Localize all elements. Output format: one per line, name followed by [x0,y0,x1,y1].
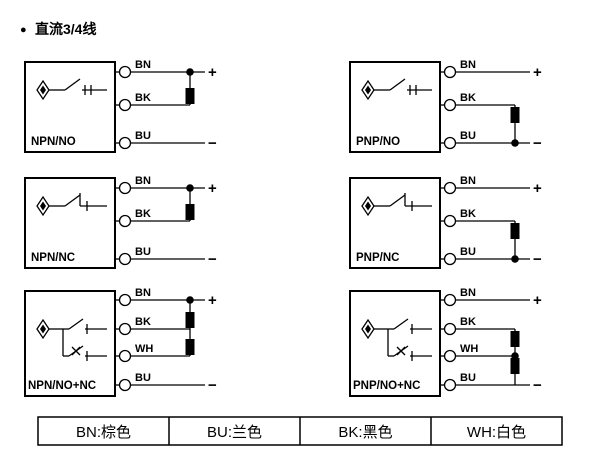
wire-label-bk: BK [135,316,151,328]
legend-cell-bk: BK:黑色 [338,424,392,441]
plus-sign: + [533,180,542,197]
box-label: PNP/NC [356,252,399,264]
minus-sign: − [208,377,217,394]
wire-label-bk: BK [135,208,151,220]
wire-label-bk: BK [135,92,151,104]
wire-label-bu: BU [460,372,476,384]
wiring-npn4 [114,293,206,392]
wire-label-wh: WH [460,343,478,355]
title-bullet-icon: ● [20,24,27,36]
wiring-pnp4 [439,293,531,392]
minus-sign: − [208,251,217,268]
diagram-npn-nc: BN BK BU + − NPN/NC [24,175,217,269]
box-label: PNP/NO [356,136,400,148]
wire-label-bu: BU [135,372,151,384]
diagram-npn-no: BN BK BU + − NPN/NO [24,59,217,153]
legend-table: BN:棕色 BU:兰色 BK:黑色 WH:白色 [37,416,563,446]
wire-label-bu: BU [135,130,151,142]
diagram-pnp-no-nc: BN BK WH BU + − PNP/NO+NC [349,287,542,397]
wire-label-bn: BN [460,287,476,299]
page-header: ● 直流3/4线 [20,21,96,37]
wire-label-bn: BN [135,59,151,71]
diagram-pnp-no: BN BK BU + − PNP/NO [349,59,542,153]
box-label: NPN/NO+NC [28,380,96,392]
minus-sign: − [533,377,542,394]
wire-label-wh: WH [135,343,153,355]
wire-label-bu: BU [135,246,151,258]
wire-label-bk: BK [460,208,476,220]
minus-sign: − [533,135,542,152]
wire-label-bn: BN [135,287,151,299]
legend-cell-bu: BU:兰色 [207,424,262,441]
box-label: NPN/NC [31,252,75,264]
plus-sign: + [208,64,217,81]
box-label: PNP/NO+NC [353,380,420,392]
wiring-pnp3 [439,181,531,266]
minus-sign: − [533,251,542,268]
box-label: NPN/NO [31,136,76,148]
plus-sign: + [533,292,542,309]
page-title: 直流3/4线 [35,21,96,37]
wire-label-bu: BU [460,130,476,142]
wiring-npn3 [114,181,206,266]
plus-sign: + [533,64,542,81]
minus-sign: − [208,135,217,152]
wire-label-bk: BK [460,92,476,104]
diagram-npn-no-nc: BN BK WH BU + − NPN/NO+NC [24,287,217,397]
plus-sign: + [208,292,217,309]
wire-label-bn: BN [460,175,476,187]
wire-label-bk: BK [460,316,476,328]
plus-sign: + [208,180,217,197]
diagram-pnp-nc: BN BK BU + − PNP/NC [349,175,542,269]
wire-label-bn: BN [460,59,476,71]
wire-label-bn: BN [135,175,151,187]
wiring-npn3 [114,65,206,150]
wiring-pnp3 [439,65,531,150]
legend-cell-bn: BN:棕色 [76,424,131,441]
wire-label-bu: BU [460,246,476,258]
legend-cell-wh: WH:白色 [467,424,526,441]
